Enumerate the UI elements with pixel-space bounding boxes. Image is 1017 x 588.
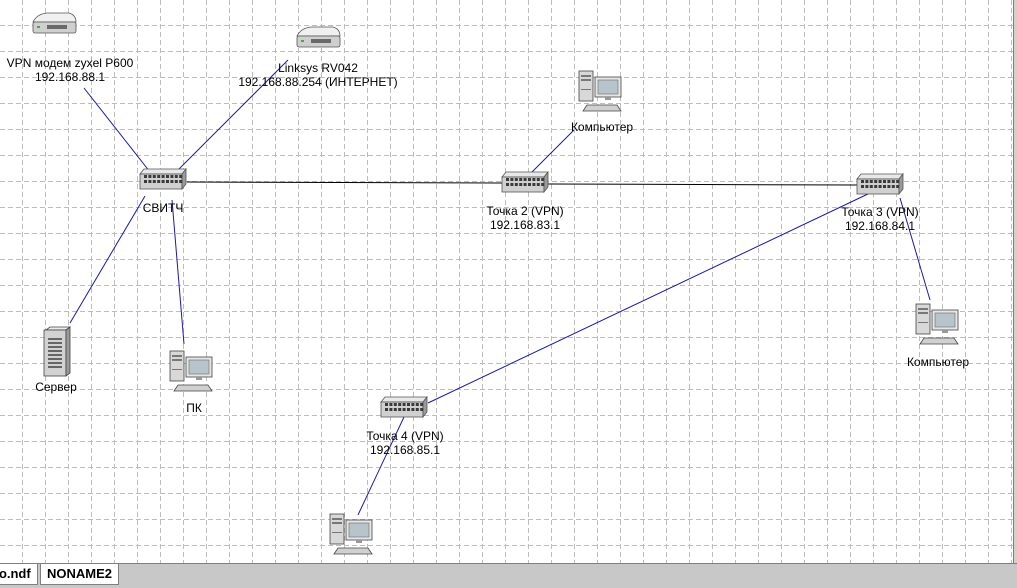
node-name: ПК	[186, 401, 202, 415]
router-modem-icon	[32, 12, 77, 34]
link-switch-main-to-server[interactable]	[69, 195, 146, 324]
link-point3-to-point4[interactable]	[427, 192, 871, 404]
network-switch-icon	[380, 395, 428, 419]
node-name: Сервер	[35, 380, 77, 394]
node-name: Компьютер	[570, 120, 634, 134]
node-switch-main[interactable]	[138, 167, 188, 193]
node-name: Компьютер	[906, 355, 970, 369]
node-linksys[interactable]	[293, 24, 343, 52]
tab-noname2[interactable]: NONAME2	[40, 564, 120, 585]
tab-no-ndf[interactable]: no.ndf	[0, 564, 38, 585]
document-tab-bar: no.ndf NONAME2	[0, 563, 1017, 588]
node-ip-address: 192.168.83.1	[489, 218, 561, 232]
node-point2[interactable]	[500, 170, 550, 196]
node-pc-point4[interactable]	[328, 510, 376, 556]
node-ip-address: 192.168.88.1	[34, 70, 106, 84]
node-vpn-modem[interactable]	[29, 10, 79, 38]
node-label-pc-main: ПК	[186, 401, 202, 415]
link-point2-to-pc-point2[interactable]	[529, 129, 575, 175]
node-name: Точка 4 (VPN)	[366, 429, 444, 443]
node-pc-point3[interactable]	[914, 300, 962, 346]
link-point3-to-pc-point3[interactable]	[899, 197, 931, 301]
server-icon	[43, 326, 72, 377]
node-point3[interactable]	[855, 172, 905, 198]
router-modem-icon	[296, 26, 341, 48]
computer-icon	[329, 513, 373, 555]
node-name: Точка 2 (VPN)	[486, 204, 564, 218]
node-label-switch-main: СВИТЧ	[143, 201, 184, 215]
node-label-server: Сервер	[35, 380, 77, 394]
node-ip-address: 192.168.85.1	[369, 443, 441, 457]
computer-icon	[915, 303, 959, 345]
link-switch-main-to-pc-main[interactable]	[171, 199, 185, 345]
node-point4[interactable]	[379, 395, 429, 421]
node-server[interactable]	[40, 326, 72, 378]
node-name: Точка 3 (VPN)	[841, 205, 919, 219]
network-switch-icon	[139, 167, 187, 191]
link-point4-to-pc-point4[interactable]	[357, 416, 405, 516]
node-name: VPN модем zyxel P600	[6, 56, 134, 70]
node-label-point2: Точка 2 (VPN)192.168.83.1	[486, 204, 563, 232]
link-linksys-to-switch-main[interactable]	[175, 59, 289, 173]
link-vpn-modem-to-switch-main[interactable]	[83, 87, 151, 173]
computer-icon	[169, 350, 213, 392]
node-pc-point2[interactable]	[577, 67, 625, 113]
network-switch-icon	[856, 172, 904, 196]
node-label-point4: Точка 4 (VPN)192.168.85.1	[366, 429, 443, 457]
node-label-point3: Точка 3 (VPN)192.168.84.1	[841, 205, 918, 233]
computer-icon	[578, 70, 622, 112]
node-ip-address: 192.168.88.254 (ИНТЕРНЕТ)	[238, 75, 398, 89]
network-switch-icon	[501, 170, 549, 194]
node-name: СВИТЧ	[142, 201, 184, 215]
node-ip-address: 192.168.84.1	[844, 219, 916, 233]
node-name: Linksys RV042	[278, 61, 358, 75]
connections-layer	[69, 59, 931, 516]
link-switch-main-to-point2[interactable]	[186, 181, 503, 184]
link-point2-to-point3[interactable]	[547, 183, 858, 186]
window-frame-border	[1013, 0, 1017, 563]
node-pc-main[interactable]	[168, 347, 216, 393]
node-label-pc-point3: Компьютер	[907, 355, 969, 369]
node-label-pc-point2: Компьютер	[571, 120, 633, 134]
